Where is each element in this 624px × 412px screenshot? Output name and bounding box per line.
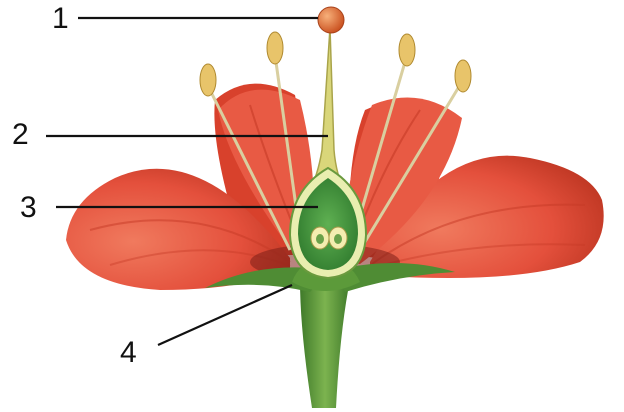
label-3: 3 xyxy=(20,193,37,223)
label-2: 2 xyxy=(12,120,29,150)
leader-line-4 xyxy=(158,285,292,345)
label-1: 1 xyxy=(52,4,69,34)
stigma xyxy=(318,7,344,33)
label-4: 4 xyxy=(120,338,137,368)
stem xyxy=(300,280,350,408)
